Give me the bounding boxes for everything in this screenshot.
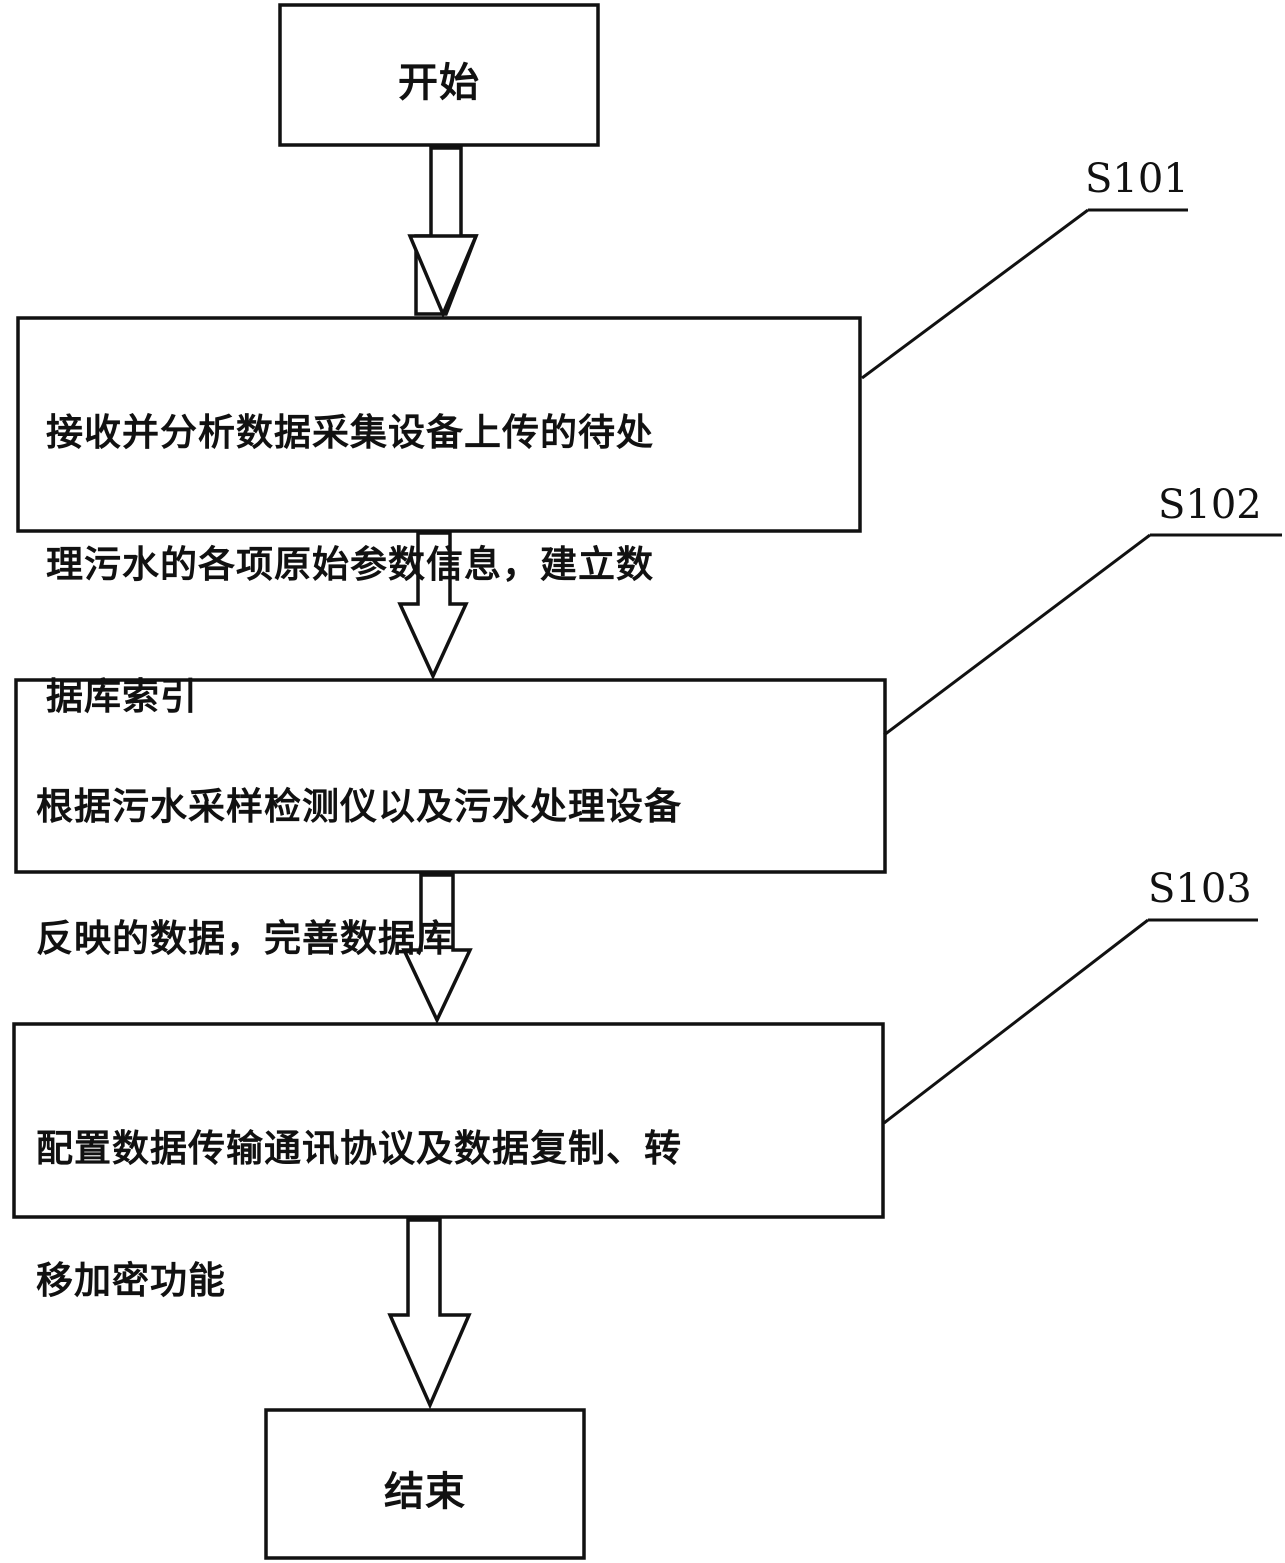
step-box-s103 bbox=[12, 1022, 885, 1219]
step-label-s102: S102 bbox=[1158, 482, 1262, 528]
step-text-s101: 接收并分析数据采集设备上传的待处 理污水的各项原始参数信息，建立数 据库索引 bbox=[46, 334, 856, 796]
arrow-s102-to-s103 bbox=[401, 873, 473, 1025]
end-box bbox=[264, 1408, 586, 1560]
step-text-s101-line-2: 理污水的各项原始参数信息，建立数 bbox=[46, 543, 654, 586]
step-text-s103: 配置数据传输通讯协议及数据复制、转 移加密功能 bbox=[36, 1050, 884, 1380]
arrow-s103-to-end bbox=[387, 1218, 472, 1410]
start-box bbox=[278, 3, 600, 147]
arrow-s101-to-s102 bbox=[397, 531, 469, 681]
start-label: 开始 bbox=[398, 60, 480, 106]
arrow-head-start bbox=[407, 234, 479, 319]
step-text-s103-line-2: 移加密功能 bbox=[36, 1259, 226, 1302]
end-label: 结束 bbox=[384, 1469, 466, 1515]
step-label-s103: S103 bbox=[1148, 866, 1252, 912]
step-text-s102-line-2: 反映的数据，完善数据库 bbox=[36, 917, 454, 960]
leader-line-s102 bbox=[883, 533, 1151, 737]
step-text-s101-line-3: 据库索引 bbox=[46, 675, 198, 718]
step-text-s102-line-1: 根据污水采样检测仪以及污水处理设备 bbox=[36, 785, 682, 828]
leader-line-s101 bbox=[861, 208, 1089, 380]
step-text-s102: 根据污水采样检测仪以及污水处理设备 反映的数据，完善数据库 bbox=[36, 708, 884, 1038]
step-box-s101 bbox=[16, 316, 862, 533]
step-box-s102 bbox=[14, 678, 887, 874]
leader-line-s103 bbox=[883, 918, 1149, 1125]
step-label-s101: S101 bbox=[1085, 156, 1189, 202]
step-text-s103-line-1: 配置数据传输通讯协议及数据复制、转 bbox=[36, 1127, 682, 1170]
step-text-s101-line-1: 接收并分析数据采集设备上传的待处 bbox=[46, 411, 654, 454]
